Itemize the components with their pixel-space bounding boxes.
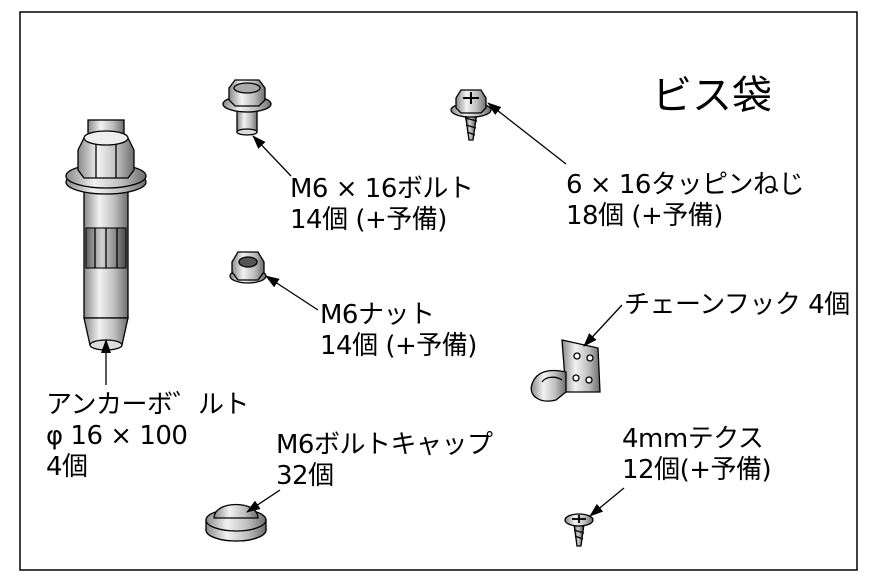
- label-tapping-screw: 6 × 16タッピンねじ 18個 (+予備): [566, 170, 804, 232]
- label-m6-bolt: M6 × 16ボルト 14個 (+予備): [290, 174, 474, 236]
- label-line: 6 × 16タッピンねじ: [566, 170, 804, 200]
- label-line: 14個 (+予備): [320, 331, 477, 361]
- arrow-tapping-screw: [487, 102, 567, 165]
- label-line: 14個 (+予備): [290, 205, 447, 235]
- label-bolt-cap: M6ボルトキャップ 32個: [276, 430, 493, 492]
- label-line: 18個 (+予備): [566, 201, 723, 231]
- m6-bolt-icon: [222, 79, 272, 136]
- bolt-cap-icon: [205, 504, 267, 542]
- tapping-screw-icon: [450, 89, 492, 141]
- label-anchor-bolt: アンカーボ゛ルト φ 16 × 100 4個: [46, 390, 249, 483]
- label-line: 4mmテクス: [622, 424, 764, 454]
- label-line: M6 × 16ボルト: [290, 174, 474, 204]
- label-line: 4個: [46, 452, 88, 482]
- label-m6-nut: M6ナット 14個 (+予備): [320, 300, 477, 362]
- tex-screw-icon: [564, 513, 594, 547]
- arrow-chain-hook: [583, 304, 623, 347]
- chain-hook-icon: [530, 339, 601, 402]
- label-tex-screw: 4mmテクス 12個(+予備): [622, 424, 772, 486]
- arrow-m6-nut: [265, 275, 319, 311]
- arrow-m6-bolt: [252, 135, 292, 177]
- arrow-tex-screw: [589, 487, 625, 517]
- anchor-bolt-icon: [65, 119, 147, 351]
- label-line: M6ナット: [320, 300, 435, 330]
- frame-border: [19, 11, 858, 571]
- label-line: M6ボルトキャップ: [276, 430, 493, 460]
- arrow-bolt-cap: [246, 489, 281, 513]
- label-line: φ 16 × 100: [46, 421, 188, 451]
- leader-arrows: [101, 102, 625, 517]
- label-chain-hook: チェーンフック 4個: [624, 290, 850, 321]
- label-line: チェーンフック 4個: [624, 290, 850, 320]
- label-line: アンカーボ゛ルト: [46, 390, 249, 420]
- m6-nut-icon: [229, 251, 267, 284]
- page-title: ビス袋: [652, 73, 772, 119]
- label-line: 12個(+予備): [622, 455, 772, 485]
- label-line: 32個: [276, 461, 334, 491]
